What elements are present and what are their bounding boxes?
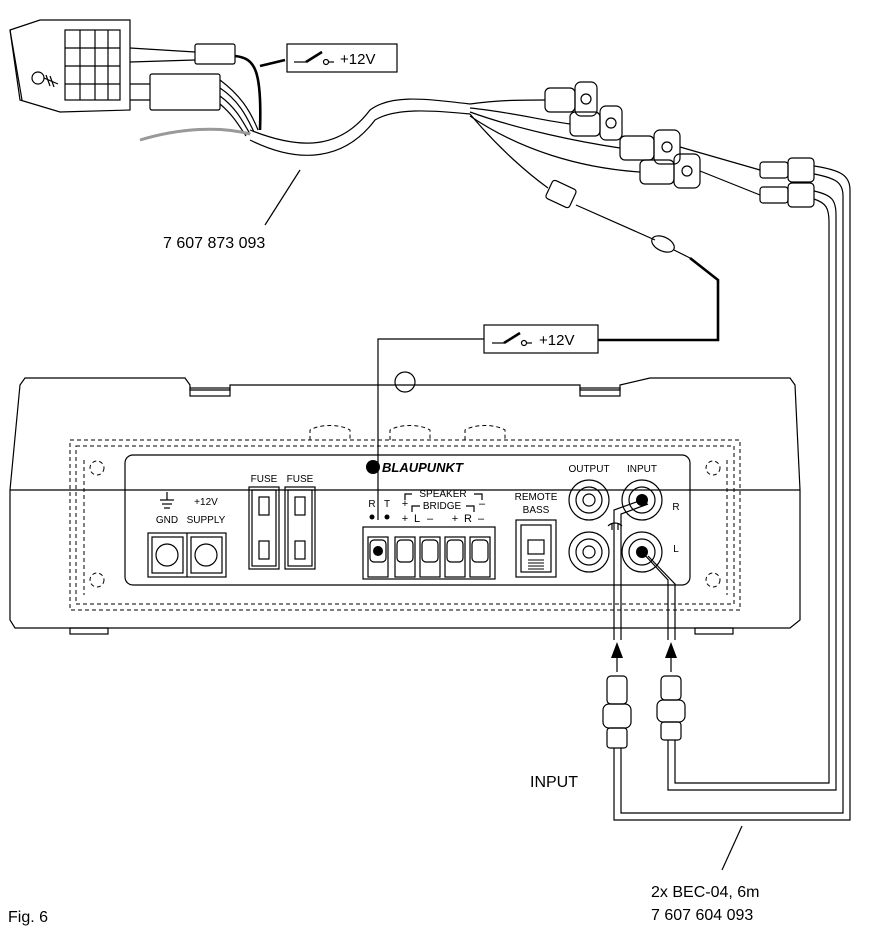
- fuse-label-2: FUSE: [287, 474, 314, 485]
- power-terminal: [147, 532, 227, 578]
- rca-plug-2: [569, 105, 623, 141]
- output-jack-l: [568, 531, 610, 573]
- input-label-top: INPUT: [627, 464, 657, 475]
- cable-label-line1: 2x BEC-04, 6m: [651, 884, 759, 901]
- input-bottom-label: INPUT: [530, 774, 578, 791]
- arrow-icon: [611, 642, 623, 672]
- switch-icon: [294, 50, 334, 66]
- brand-label: BLAUPUNKT: [382, 460, 464, 475]
- bass-label: BASS: [523, 505, 550, 516]
- switch-box-top: +12V: [286, 43, 398, 73]
- plug-large: [149, 73, 221, 111]
- arrow-icon: [665, 642, 677, 672]
- input-wires: [613, 499, 676, 640]
- switch-top-label: +12V: [340, 51, 375, 68]
- screw-icon: [31, 71, 59, 88]
- minus-top-label: –: [479, 498, 486, 510]
- fuse-1: [248, 486, 280, 570]
- figure-label: Fig. 6: [8, 909, 48, 926]
- bridge-label: BRIDGE: [423, 501, 462, 512]
- minus-l-label: –: [427, 513, 434, 525]
- rt-label-t: T: [384, 499, 390, 510]
- rca-plug-1: [544, 81, 598, 117]
- channel-r-label: R: [672, 502, 679, 513]
- l-label: L: [414, 513, 420, 525]
- remote-label: REMOTE: [515, 492, 558, 503]
- plus-top-label: +: [402, 498, 408, 510]
- plug-small: [194, 43, 236, 65]
- harness-part-label: 7 607 873 093: [163, 235, 265, 252]
- output-label: OUTPUT: [568, 464, 609, 475]
- cable-label-line2: 7 607 604 093: [651, 907, 753, 924]
- harness-wires: [139, 54, 641, 226]
- switch-box-mid: +12V: [377, 324, 599, 520]
- amplifier: GND +12V SUPPLY FUSE FUSE BLAUPUNKT: [9, 371, 801, 635]
- rca-plug-3: [619, 129, 681, 165]
- brand-logo-icon: [366, 460, 380, 474]
- bec-cable-plugs-bottom: [602, 675, 686, 749]
- output-jack-r: [568, 479, 610, 521]
- fuse-label-1: FUSE: [251, 474, 278, 485]
- supply-label-bottom: SUPPLY: [187, 515, 226, 526]
- plus-r-label: +: [452, 513, 458, 525]
- speaker-terminal: [362, 526, 496, 580]
- minus-r-label: –: [478, 513, 485, 525]
- speaker-label: SPEAKER: [419, 489, 466, 500]
- r-label: R: [464, 513, 472, 525]
- rca-plug-4: [639, 153, 701, 189]
- cable-pointer: [721, 825, 743, 871]
- rca-link-lines: [679, 146, 761, 196]
- rt-label-r: R: [368, 499, 375, 510]
- channel-l-label: L: [673, 544, 679, 555]
- remote-bass-jack: [515, 519, 557, 578]
- ground-icon: [160, 492, 174, 509]
- switch-mid-label: +12V: [539, 332, 574, 349]
- plus-l-label: +: [402, 513, 408, 525]
- radio-connector: [9, 19, 236, 113]
- supply-label-top: +12V: [194, 497, 218, 508]
- fuse-2: [284, 486, 316, 570]
- rca-plug-set: [544, 81, 720, 342]
- switch-icon: [492, 331, 532, 347]
- bec-cable-plugs-top: [613, 157, 851, 821]
- front-panel: [124, 454, 691, 586]
- gnd-label: GND: [156, 515, 178, 526]
